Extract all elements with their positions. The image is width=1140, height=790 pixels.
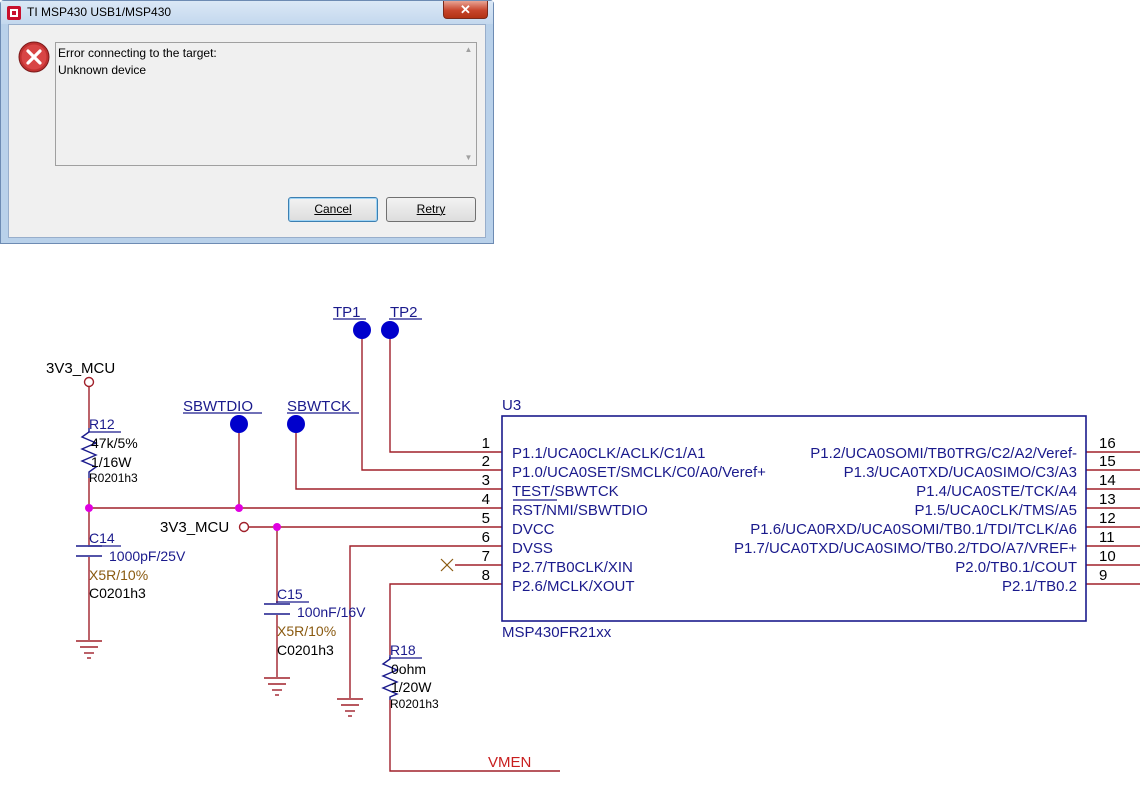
pin-name: P1.7/UCA0TXD/UCA0SIMO/TB0.2/TDO/A7/VREF+ bbox=[734, 540, 1077, 557]
scroll-up-arrow-icon[interactable]: ▲ bbox=[464, 45, 473, 54]
pin-name: P1.4/UCA0STE/TCK/A4 bbox=[916, 483, 1077, 500]
vertical-scrollbar[interactable]: ▲ ▼ bbox=[461, 43, 476, 165]
c15-capacitor-symbol bbox=[264, 603, 290, 615]
pin-number: 1 bbox=[482, 435, 490, 452]
ti-logo-icon bbox=[7, 6, 21, 20]
pin-name: DVSS bbox=[512, 540, 553, 557]
pin-name: P2.0/TB0.1/COUT bbox=[955, 559, 1077, 576]
junction-dots bbox=[85, 504, 281, 531]
pin-name: P1.0/UCA0SET/SMCLK/C0/A0/Veref+ bbox=[512, 464, 766, 481]
pin-name: P1.2/UCA0SOMI/TB0TRG/C2/A2/Veref- bbox=[810, 445, 1077, 462]
dialog-title: TI MSP430 USB1/MSP430 bbox=[27, 5, 172, 19]
c15-ref: C15 bbox=[277, 586, 303, 602]
vmen-net-label: VMEN bbox=[488, 754, 531, 771]
pin-name: P1.3/UCA0TXD/UCA0SIMO/C3/A3 bbox=[844, 464, 1077, 481]
pin-name: RST/NMI/SBWTDIO bbox=[512, 502, 648, 519]
pin-number: 2 bbox=[482, 453, 490, 470]
pin-number: 12 bbox=[1099, 510, 1116, 527]
pin-number: 16 bbox=[1099, 435, 1116, 452]
power-port-3v3-mid bbox=[238, 521, 250, 533]
error-message-detail: Unknown device bbox=[58, 63, 147, 77]
tp2-label: TP2 bbox=[390, 304, 418, 321]
pin-number: 4 bbox=[482, 491, 490, 508]
r12-package: R0201h3 bbox=[89, 471, 138, 485]
pin-name: P2.7/TB0CLK/XIN bbox=[512, 559, 633, 576]
retry-button[interactable]: Retry bbox=[386, 197, 476, 222]
wires bbox=[88, 332, 1140, 772]
c14-capacitor-symbol bbox=[76, 545, 102, 557]
r12-value: 47k/5% bbox=[91, 435, 138, 451]
pin-name: P1.1/UCA0CLK/ACLK/C1/A1 bbox=[512, 445, 705, 462]
pin-number: 15 bbox=[1099, 453, 1116, 470]
r12-resistor-symbol bbox=[80, 428, 98, 478]
error-icon bbox=[18, 41, 50, 73]
u3-chip-body bbox=[501, 415, 1087, 622]
pin-name: TEST/SBWTCK bbox=[512, 483, 619, 500]
pin-number: 11 bbox=[1099, 529, 1115, 546]
close-button[interactable]: ✕ bbox=[443, 1, 488, 19]
cancel-button[interactable]: Cancel bbox=[288, 197, 378, 222]
pin-number: 9 bbox=[1099, 567, 1107, 584]
c15-value: 100nF/16V bbox=[297, 604, 366, 620]
pin-name: P2.6/MCLK/XOUT bbox=[512, 578, 635, 595]
pin-number: 7 bbox=[482, 548, 490, 565]
c15-dielectric: X5R/10% bbox=[277, 623, 336, 639]
net-label-underlines bbox=[88, 318, 557, 659]
r12-ref: R12 bbox=[89, 416, 115, 432]
error-dialog: TI MSP430 USB1/MSP430 ✕ Error connecting… bbox=[0, 0, 494, 244]
dialog-body: Error connecting to the target: Unknown … bbox=[8, 24, 486, 238]
pin-name: P2.1/TB0.2 bbox=[1002, 578, 1077, 595]
pin-name: DVCC bbox=[512, 521, 555, 538]
r12-power: 1/16W bbox=[91, 454, 132, 470]
pin-number: 13 bbox=[1099, 491, 1116, 508]
c14-value: 1000pF/25V bbox=[109, 548, 186, 564]
r18-resistor-symbol bbox=[381, 655, 399, 700]
r18-power: 1/20W bbox=[391, 679, 432, 695]
pin-number: 14 bbox=[1099, 472, 1116, 489]
pin-number: 3 bbox=[482, 472, 490, 489]
c15-package: C0201h3 bbox=[277, 642, 334, 658]
cancel-button-label: Cancel bbox=[314, 202, 352, 216]
c14-dielectric: X5R/10% bbox=[89, 567, 148, 583]
ground-symbols bbox=[76, 640, 363, 717]
r18-ref: R18 bbox=[390, 642, 416, 658]
r18-value: 0ohm bbox=[391, 661, 426, 677]
chip-part-label: MSP430FR21xx bbox=[502, 624, 612, 641]
close-icon: ✕ bbox=[460, 2, 471, 17]
u3-ref-label: U3 bbox=[502, 397, 521, 414]
power-label-3v3-mid: 3V3_MCU bbox=[160, 519, 229, 536]
sbwtdio-net-label: SBWTDIO bbox=[183, 398, 253, 415]
r18-package: R0201h3 bbox=[390, 697, 439, 711]
retry-button-label: Retry bbox=[416, 202, 446, 216]
pin-name: P1.5/UCA0CLK/TMS/A5 bbox=[914, 502, 1077, 519]
message-textbox[interactable]: Error connecting to the target: Unknown … bbox=[55, 42, 477, 166]
c14-package: C0201h3 bbox=[89, 585, 146, 601]
pin-number: 6 bbox=[482, 529, 490, 546]
title-bar[interactable]: TI MSP430 USB1/MSP430 ✕ bbox=[1, 1, 493, 24]
error-message-line: Error connecting to the target: bbox=[58, 46, 217, 60]
pin-number: 5 bbox=[482, 510, 490, 527]
tp1-label: TP1 bbox=[333, 304, 361, 321]
no-connect-marker bbox=[440, 558, 454, 572]
pin-number: 10 bbox=[1099, 548, 1116, 565]
c14-ref: C14 bbox=[89, 530, 115, 546]
power-label-3v3-top: 3V3_MCU bbox=[46, 360, 115, 377]
pin-name: P1.6/UCA0RXD/UCA0SOMI/TB0.1/TDI/TCLK/A6 bbox=[750, 521, 1077, 538]
pin-number: 8 bbox=[482, 567, 490, 584]
scroll-down-arrow-icon[interactable]: ▼ bbox=[464, 153, 473, 162]
test-point-dots bbox=[230, 321, 399, 433]
power-port-3v3-top bbox=[83, 376, 95, 388]
sbwtck-net-label: SBWTCK bbox=[287, 398, 351, 415]
